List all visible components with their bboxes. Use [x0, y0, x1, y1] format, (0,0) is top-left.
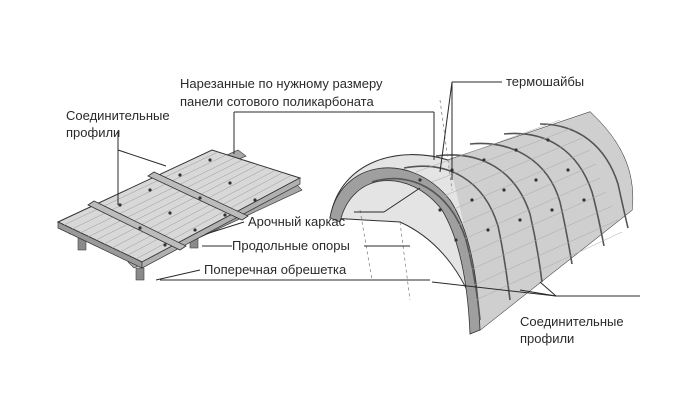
arch-front-rim	[329, 167, 481, 335]
arch-structure	[329, 99, 634, 335]
label-cross-lathing: Поперечная обрешетка	[204, 262, 347, 277]
label-connecting-profiles-right-line1: Соединительные	[520, 314, 624, 329]
label-connecting-profiles-left-line1: Соединительные	[66, 108, 170, 123]
connecting-profiles-flat	[87, 171, 249, 251]
label-connecting-profiles-left-line2: профили	[66, 125, 120, 140]
leader-lines	[117, 81, 640, 297]
labels: Нарезанные по нужному размеру панели сот…	[66, 74, 624, 346]
label-thermo-washers: термошайбы	[506, 74, 584, 89]
label-panels-line1: Нарезанные по нужному размеру	[180, 76, 383, 91]
screw-points-flat	[118, 158, 257, 247]
arch-panel-ribs	[415, 119, 623, 301]
thermo-washer-points	[418, 138, 586, 242]
arch-frame-ribs	[371, 123, 629, 321]
flat-panel-assembly	[56, 149, 303, 281]
label-arch-frame: Арочный каркас	[248, 214, 346, 229]
label-connecting-profiles-right-line2: профили	[520, 331, 574, 346]
construction-dashes	[359, 99, 453, 301]
label-longitudinal-supports: Продольные опоры	[232, 238, 350, 253]
label-panels-line2: панели сотового поликарбоната	[180, 94, 374, 109]
panel-ribs-flat	[63, 151, 291, 260]
